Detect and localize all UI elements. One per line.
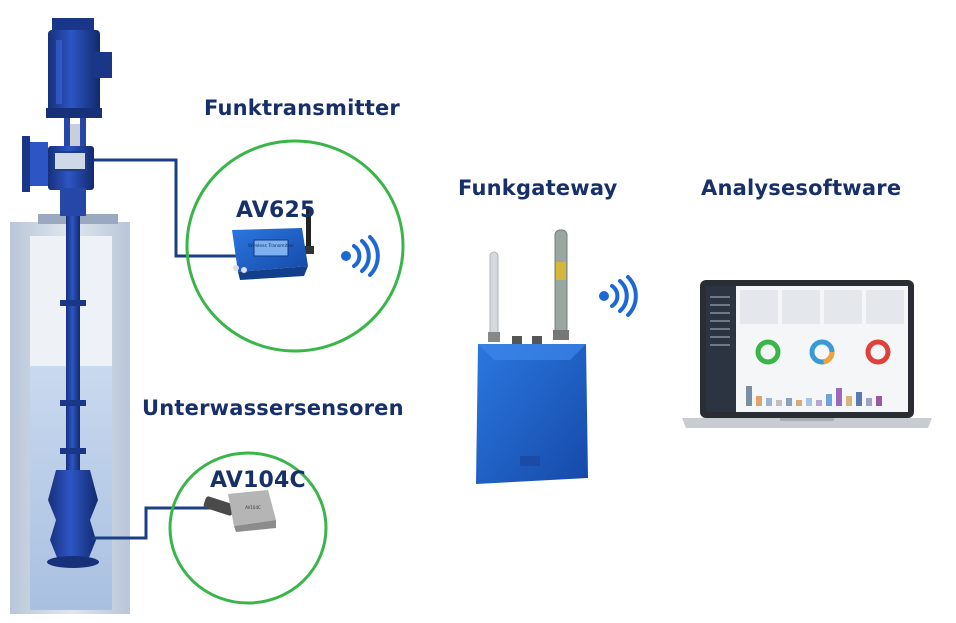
- laptop-icon: [682, 280, 932, 428]
- gateway-icon: [476, 229, 588, 484]
- sensor-label-text: AV104C: [245, 505, 261, 510]
- transmitter-circle: [185, 139, 405, 353]
- wifi-signal-icon: [599, 275, 638, 317]
- wifi-signal-icon: [341, 235, 380, 277]
- sensor-cable: [92, 506, 210, 540]
- av625-label: AV625: [236, 198, 316, 223]
- sensor-circle: [168, 451, 328, 605]
- av104c-label: AV104C: [210, 468, 306, 493]
- transmitter-icon: Wireless Transmitter: [232, 208, 314, 280]
- transmitter-cable: [94, 158, 240, 258]
- transmitter-panel-text: Wireless Transmitter: [248, 243, 294, 249]
- funkgateway-heading: Funkgateway: [458, 176, 618, 200]
- unterwassersensoren-heading: Unterwassersensoren: [142, 396, 404, 420]
- pump-icon: [10, 18, 130, 614]
- funktransmitter-heading: Funktransmitter: [204, 96, 400, 120]
- sensor-icon: AV104C: [203, 490, 276, 532]
- analysesoftware-heading: Analysesoftware: [701, 176, 902, 200]
